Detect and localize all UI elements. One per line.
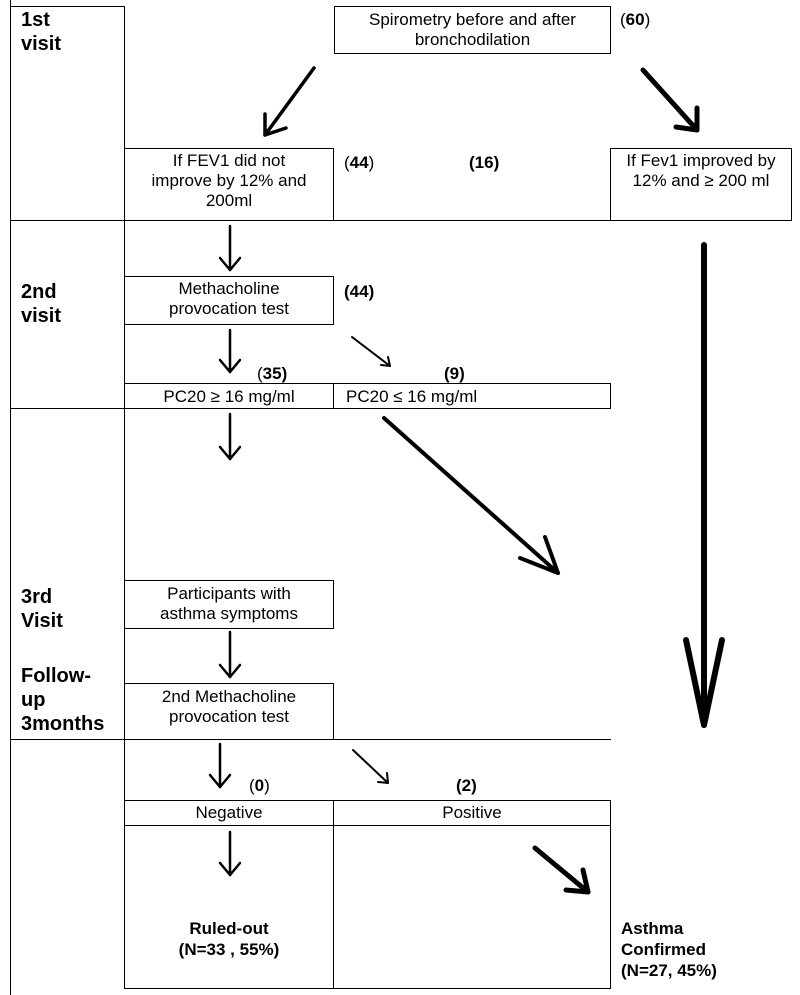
- count-pc20-high: (35): [257, 364, 288, 383]
- positive-box: Positive: [333, 800, 611, 826]
- count-total: (60): [620, 10, 651, 29]
- arrow-to-methacholine2: [218, 630, 242, 679]
- methacholine2-box: 2nd Methacholine provocation test: [124, 683, 334, 740]
- count-negative: (0): [249, 776, 270, 795]
- arrow-spiro-to-not-improved: [263, 66, 316, 137]
- methacholine-text: Methacholine provocation test: [168, 279, 289, 318]
- arrow-to-methacholine: [218, 224, 242, 272]
- confirmed-stat: (N=27, 45%): [621, 961, 717, 980]
- symptoms-box: Participants with asthma symptoms: [124, 580, 334, 629]
- spirometry-text: Spirometry before and after bronchodilat…: [369, 10, 576, 49]
- count-positive-value: 2: [461, 776, 472, 795]
- grid-line: [10, 0, 11, 995]
- arrow-to-negative: [208, 742, 232, 789]
- count-negative-value: 0: [254, 776, 265, 795]
- ruled-out-result: Ruled-out (N=33 , 55%): [124, 918, 334, 960]
- count-total-value: 60: [625, 10, 645, 29]
- ruled-out-label: Ruled-out: [189, 919, 269, 938]
- count-pc20-high-value: 35: [262, 364, 282, 383]
- arrow-to-pc20-low: [351, 336, 391, 367]
- negative-text: Negative: [195, 803, 263, 822]
- count-methacholine-value: 44: [349, 282, 369, 301]
- count-improved: (16): [469, 153, 500, 172]
- count-not-improved-value: 44: [349, 153, 369, 172]
- arrow-pc20-high-down: [218, 412, 242, 461]
- positive-text: Positive: [442, 803, 502, 822]
- confirmed-label: Asthma Confirmed: [621, 919, 706, 959]
- pc20-low-text: PC20 ≤ 16 mg/ml: [346, 387, 478, 406]
- arrow-to-ruled-out: [218, 830, 242, 877]
- grid-line: [124, 6, 125, 989]
- visit-label-second: 2nd visit: [21, 281, 62, 327]
- arrow-pc20-low-to-confirmed: [382, 416, 560, 575]
- arrow-improved-to-confirmed: [683, 242, 725, 728]
- symptoms-text: Participants with asthma symptoms: [160, 584, 298, 623]
- pc20-high-text: PC20 ≥ 16 mg/ml: [163, 387, 295, 406]
- arrow-to-pc20-high: [218, 328, 242, 374]
- fev1-improved-text: If Fev1 improved by 12% and ≥ 200 ml: [626, 151, 776, 190]
- pc20-low-box: PC20 ≤ 16 mg/ml: [333, 383, 611, 409]
- methacholine2-text: 2nd Methacholine provocation test: [161, 687, 297, 726]
- arrow-positive-to-confirmed: [532, 845, 591, 895]
- count-not-improved: (44): [344, 153, 375, 172]
- grid-line: [124, 988, 611, 989]
- fev1-not-improved-box: If FEV1 did not improve by 12% and 200ml: [124, 148, 334, 221]
- grid-line: [610, 825, 611, 989]
- arrow-spiro-to-improved: [640, 67, 700, 133]
- count-positive: (2): [456, 776, 477, 795]
- grid-line: [333, 825, 334, 989]
- ruled-out-stat: (N=33 , 55%): [178, 940, 280, 959]
- spirometry-box: Spirometry before and after bronchodilat…: [334, 6, 611, 54]
- methacholine-box: Methacholine provocation test: [124, 276, 334, 325]
- negative-box: Negative: [124, 800, 334, 826]
- fev1-improved-box: If Fev1 improved by 12% and ≥ 200 ml: [610, 148, 792, 221]
- visit-label-third: 3rd Visit: [21, 586, 63, 632]
- grid-line: [10, 6, 124, 7]
- count-pc20-low-value: 9: [449, 364, 460, 383]
- confirmed-result: Asthma Confirmed (N=27, 45%): [621, 918, 741, 981]
- pc20-high-box: PC20 ≥ 16 mg/ml: [124, 383, 334, 409]
- arrow-to-positive: [352, 749, 389, 784]
- visit-label-followup: Follow- up 3months: [21, 665, 105, 735]
- fev1-not-improved-text: If FEV1 did not improve by 12% and 200ml: [151, 151, 307, 210]
- count-methacholine: (44): [344, 282, 375, 301]
- count-improved-value: 16: [474, 153, 494, 172]
- count-pc20-low: (9): [444, 364, 465, 383]
- visit-label-first: 1st visit: [21, 9, 62, 55]
